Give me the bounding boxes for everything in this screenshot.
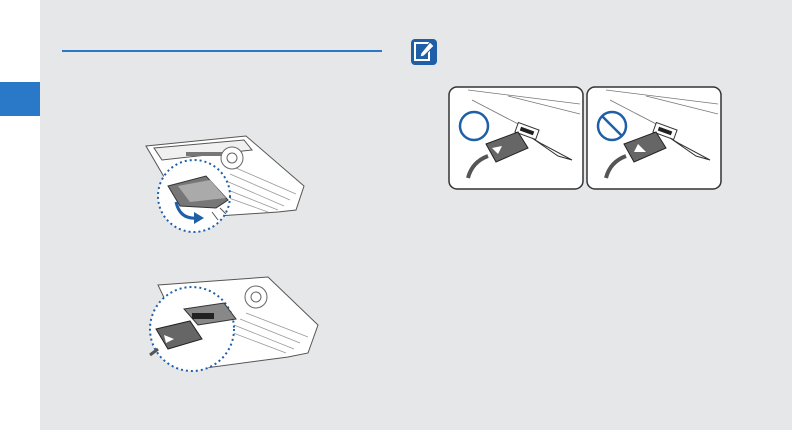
correct-plug-orientation-illustration bbox=[448, 86, 584, 190]
incorrect-plug-orientation-illustration bbox=[586, 86, 722, 190]
note-pencil-icon bbox=[410, 38, 438, 66]
left-margin-strip bbox=[0, 0, 40, 430]
insert-charger-plug-illustration bbox=[128, 273, 320, 383]
open-connector-cover-illustration bbox=[128, 128, 310, 240]
section-heading-rule bbox=[62, 50, 382, 52]
chapter-tab bbox=[0, 82, 40, 116]
